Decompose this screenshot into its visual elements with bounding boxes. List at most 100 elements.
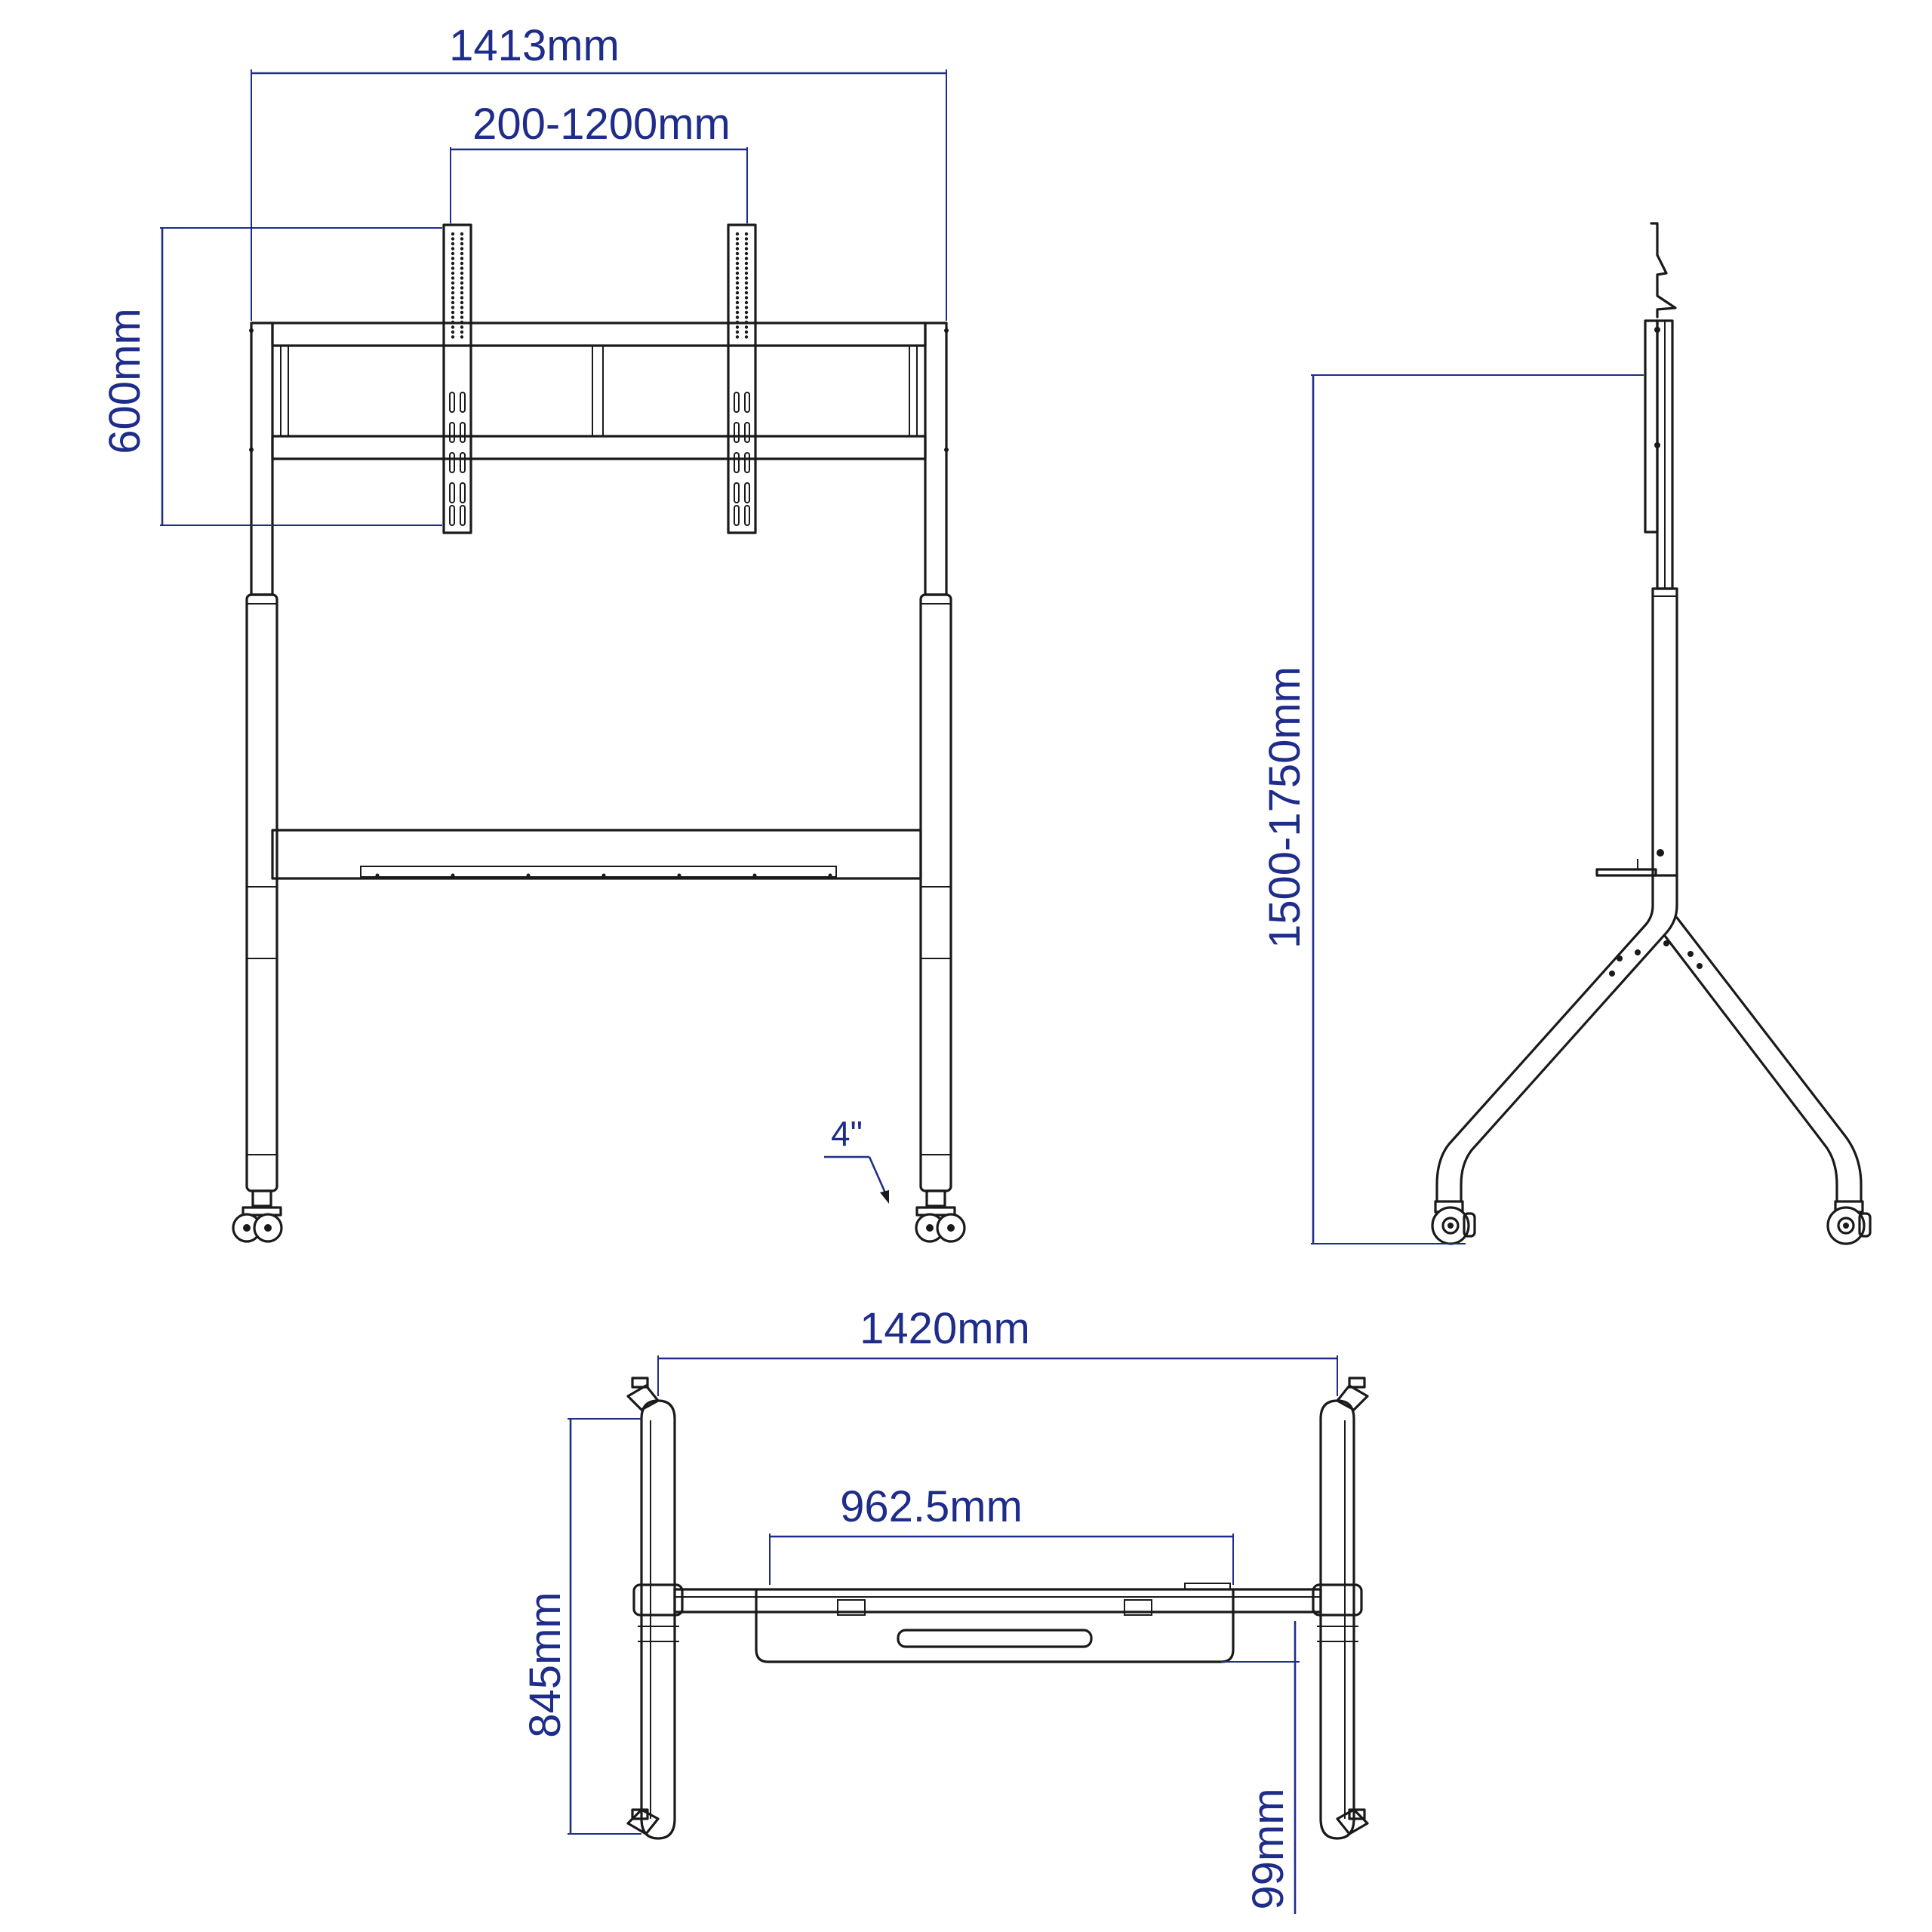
bracket-hole (451, 261, 455, 266)
side-hook-plate (1650, 222, 1677, 318)
bracket-hole (744, 320, 749, 325)
dim-total-width: 1413mm (251, 21, 947, 321)
front-shelf (360, 866, 837, 878)
dim-shelf-width-label: 962.5mm (840, 1482, 1023, 1531)
bracket-hole (735, 271, 740, 275)
top-view: 1420mm 962.5mm 845mm 99mm (521, 1304, 1369, 1914)
top-crossbar-beam (673, 1588, 1322, 1614)
bracket-slot (734, 482, 740, 503)
shelf-screw (677, 873, 681, 878)
bracket-slot (460, 505, 466, 526)
bracket-hole (735, 330, 740, 334)
bracket-hole (735, 266, 740, 270)
bracket-hole (451, 276, 455, 280)
bracket-slot (744, 422, 750, 443)
bracket-hole (744, 261, 749, 266)
bracket-hole (451, 247, 455, 251)
bracket-hole (735, 325, 740, 329)
front-right-caster (915, 1189, 966, 1243)
side-rear-leg (1663, 916, 1863, 1203)
bracket-hole (735, 335, 740, 339)
bracket-slot (449, 392, 455, 413)
side-shelf (1595, 868, 1657, 877)
bracket-hole (460, 266, 464, 270)
bracket-hole (744, 300, 749, 305)
bracket-hole (451, 335, 455, 339)
bracket-slot (449, 452, 455, 473)
bracket-hole (735, 242, 740, 246)
bracket-hole (735, 247, 740, 251)
top-left-rail (626, 1377, 684, 1840)
dim-height-range-label: 1500-1750mm (1260, 666, 1309, 949)
bracket-hole (460, 276, 464, 280)
bracket-hole (744, 291, 749, 295)
front-view: 1413mm 200-1200mm 600mm 4" (100, 21, 966, 1243)
bracket-hole (451, 325, 455, 329)
bracket-hole (460, 325, 464, 329)
bracket-hole (744, 286, 749, 290)
bracket-slot (744, 452, 750, 473)
bracket-hole (460, 335, 464, 339)
lower-crossbar (271, 829, 922, 880)
bracket-hole (735, 310, 740, 315)
bracket-slot (460, 422, 466, 443)
bracket-hole (735, 315, 740, 319)
shelf-handle-slot (897, 1629, 1093, 1648)
bracket-hole (460, 261, 464, 266)
bracket-hole (451, 257, 455, 260)
dim-caster-size: 4" (824, 1114, 889, 1204)
bracket-hole (735, 306, 740, 309)
bracket-hole (735, 286, 740, 290)
bracket-slot (734, 422, 740, 443)
bracket-hole (735, 257, 740, 260)
side-view: 1500-1750mm (1260, 222, 1872, 1245)
bracket-slot (734, 505, 740, 526)
bracket-slot (460, 482, 466, 503)
bracket-hole (735, 281, 740, 285)
bracket-hole (451, 296, 455, 300)
bracket-slot (449, 422, 455, 443)
bracket-hole (735, 300, 740, 305)
bracket-hole (744, 232, 749, 236)
bracket-hole (744, 281, 749, 285)
bracket-hole (451, 281, 455, 285)
bracket-hole (744, 237, 749, 241)
dim-shelf-offset-label: 99mm (1244, 1788, 1293, 1909)
bracket-hole (451, 242, 455, 246)
bracket-hole (451, 237, 455, 241)
bracket-hole (460, 242, 464, 246)
bracket-hole (460, 320, 464, 325)
bracket-hole (451, 306, 455, 309)
bracket-hole (744, 330, 749, 334)
bracket-slot (744, 505, 750, 526)
dim-vesa-range: 200-1200mm (450, 100, 748, 223)
shelf-screw (828, 873, 832, 878)
shelf-screw (601, 873, 606, 878)
bracket-hole (735, 237, 740, 241)
top-right-rail (1312, 1377, 1369, 1840)
right-upright-sleeve (919, 593, 952, 1192)
bracket-hole (735, 291, 740, 295)
shelf-screw (451, 873, 455, 878)
bracket-hole (744, 325, 749, 329)
dim-vesa-range-label: 200-1200mm (472, 100, 731, 149)
bracket-hole (451, 315, 455, 319)
bracket-hole (460, 232, 464, 236)
bracket-hole (460, 257, 464, 260)
bracket-hole (451, 251, 455, 256)
bracket-hole (460, 296, 464, 300)
dim-bracket-height-label: 600mm (100, 308, 149, 454)
bracket-hole (735, 296, 740, 300)
bracket-slot (449, 482, 455, 503)
side-front-caster (1431, 1200, 1476, 1245)
side-rear-caster (1826, 1200, 1872, 1245)
bracket-hole (735, 276, 740, 280)
side-mount-plate (1644, 319, 1659, 534)
dim-base-width-label: 1420mm (860, 1304, 1030, 1353)
side-front-leg (1435, 874, 1678, 1203)
shelf-screw (526, 873, 531, 878)
bracket-hole (744, 271, 749, 275)
bracket-slot (460, 452, 466, 473)
bracket-hole (451, 300, 455, 305)
